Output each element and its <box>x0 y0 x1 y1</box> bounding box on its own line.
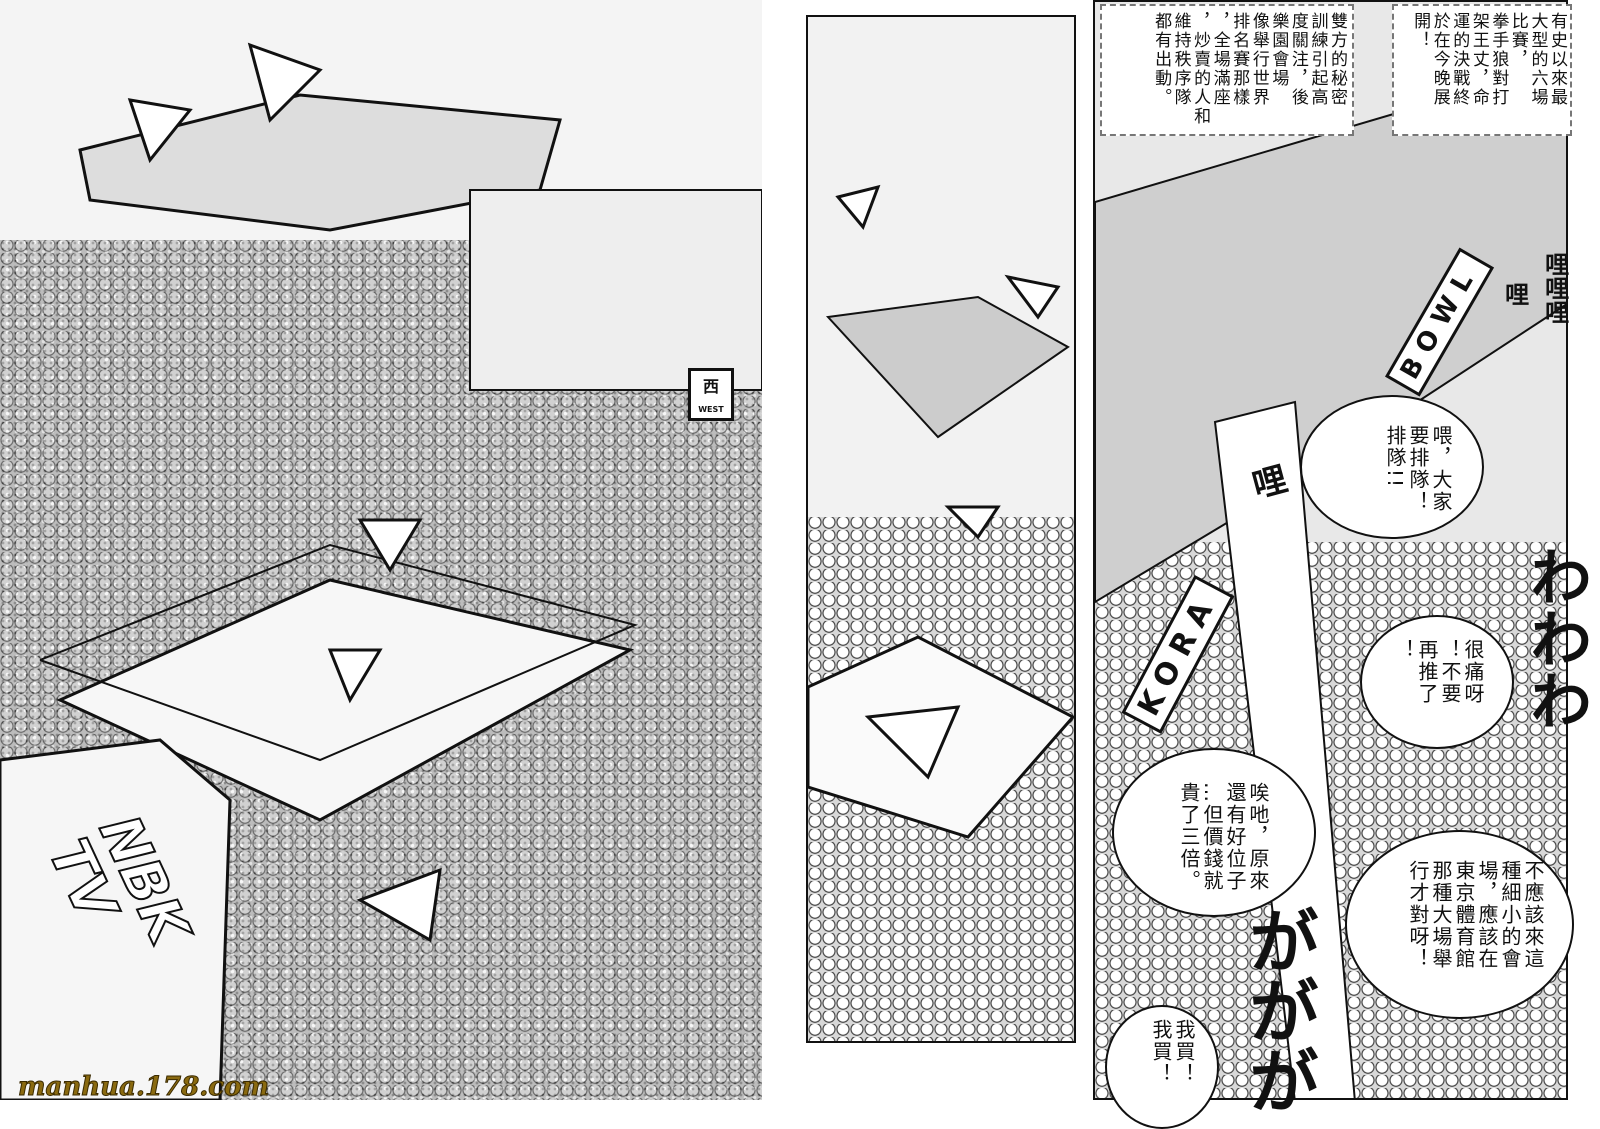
text-column: 訓練引起高 <box>1307 12 1328 107</box>
bubble-text: 不應該來這種細小的會場，應該在東京體育館那種大場舉行才對呀！ <box>1406 860 1545 970</box>
narration-box: 有史以來最大型的六場比賽，拳手狼對打架王丈，命運的決戰終於在今晚展開！ <box>1392 4 1572 136</box>
text-column: 還有好位子 <box>1223 782 1247 892</box>
lighting-rig <box>825 295 1070 439</box>
sfx-crowd-roar: わわわ <box>1519 545 1593 731</box>
text-column: ，炒賣的人和 <box>1190 12 1211 126</box>
text-column: 唉吔，原來 <box>1246 782 1270 892</box>
text-column: 大型的六場 <box>1527 12 1548 107</box>
narration-box: 雙方的秘密訓練引起高度關注，後樂園會場像舉行世界排名賽那樣，全場滿座，炒賣的人和… <box>1100 4 1354 136</box>
text-column: 像舉行世界 <box>1248 12 1269 107</box>
watermark: manhua.178.com <box>18 1072 270 1101</box>
narration-text: 有史以來最大型的六場比賽，拳手狼對打架王丈，命運的決戰終於在今晚展開！ <box>1410 12 1567 107</box>
arena-drawing <box>0 0 762 1100</box>
boxing-ring <box>56 578 635 822</box>
text-column: 運的決戰終 <box>1449 12 1470 107</box>
text-column: 行才對呀！ <box>1406 860 1430 970</box>
text-column: 我買！ <box>1172 1019 1196 1085</box>
text-column: 比賽， <box>1507 12 1528 69</box>
text-column: ！不要 <box>1438 639 1462 705</box>
ring-panel <box>806 15 1076 1043</box>
balcony <box>469 189 762 391</box>
text-column: 貴了三倍。 <box>1177 782 1201 892</box>
text-column: 排名賽那樣 <box>1229 12 1250 107</box>
speed-line-marks <box>127 42 442 943</box>
sfx-beep-triple: 哩哩哩 <box>1540 252 1569 324</box>
text-column: 再推了 <box>1415 639 1439 705</box>
narration-text: 雙方的秘密訓練引起高度關注，後樂園會場像舉行世界排名賽那樣，全場滿座，炒賣的人和… <box>1151 12 1347 126</box>
ring-ropes <box>39 543 639 762</box>
speech-bubble: 不應該來這種細小的會場，應該在東京體育館那種大場舉行才對呀！ <box>1345 830 1574 1019</box>
text-column: 架王丈，命 <box>1468 12 1489 107</box>
text-column: 場，應該在 <box>1475 860 1499 970</box>
text-column: 東京體育館 <box>1452 860 1476 970</box>
text-column: 維持秩序隊 <box>1170 12 1191 107</box>
text-column: 雙方的秘密 <box>1327 12 1347 107</box>
stand-sign: 西 WEST <box>688 368 734 421</box>
text-column: 那種大場舉 <box>1429 860 1453 970</box>
text-column: 不應該來這 <box>1521 860 1545 970</box>
sfx-beep-pair: 哩 <box>1500 282 1529 306</box>
speech-bubble: 很痛呀！不要再推了！ <box>1360 615 1514 749</box>
text-column: …但價錢就 <box>1200 782 1224 892</box>
ring-drawing <box>808 184 1074 839</box>
tv-truck <box>0 738 232 1100</box>
text-column: 度關注，後 <box>1287 12 1308 107</box>
text-column: 排隊!! <box>1383 425 1407 490</box>
bubble-text: 我買！我買！ <box>1149 1019 1196 1085</box>
bubble-text: 喂，大家要排隊！排隊!! <box>1383 425 1453 513</box>
text-column: ！ <box>1392 639 1416 661</box>
text-column: 要排隊！ <box>1406 425 1430 513</box>
arena-panel: 西 WEST NBK TV manhua.178.com <box>0 0 762 1100</box>
text-column: 拳手狼對打 <box>1488 12 1509 107</box>
text-column: 很痛呀 <box>1461 639 1485 705</box>
text-column: 都有出動。 <box>1151 12 1172 107</box>
sfx-crowd-noise: ががが <box>1237 905 1320 1115</box>
text-column: 樂園會場 <box>1268 12 1289 88</box>
text-column: 有史以來最 <box>1547 12 1567 107</box>
speech-bubble: 喂，大家要排隊！排隊!! <box>1300 395 1484 539</box>
text-column: ，全場滿座 <box>1209 12 1230 107</box>
text-column: 喂，大家 <box>1429 425 1453 513</box>
speech-bubble: 我買！我買！ <box>1105 1005 1219 1129</box>
bubble-text: 很痛呀！不要再推了！ <box>1392 639 1485 705</box>
speech-bubble: 唉吔，原來還有好位子…但價錢就貴了三倍。 <box>1112 748 1316 917</box>
text-column: 我買！ <box>1149 1019 1173 1085</box>
text-column: 種細小的會 <box>1498 860 1522 970</box>
text-column: 開！ <box>1410 12 1431 50</box>
text-column: 於在今晚展 <box>1429 12 1450 107</box>
bubble-text: 唉吔，原來還有好位子…但價錢就貴了三倍。 <box>1177 782 1270 892</box>
